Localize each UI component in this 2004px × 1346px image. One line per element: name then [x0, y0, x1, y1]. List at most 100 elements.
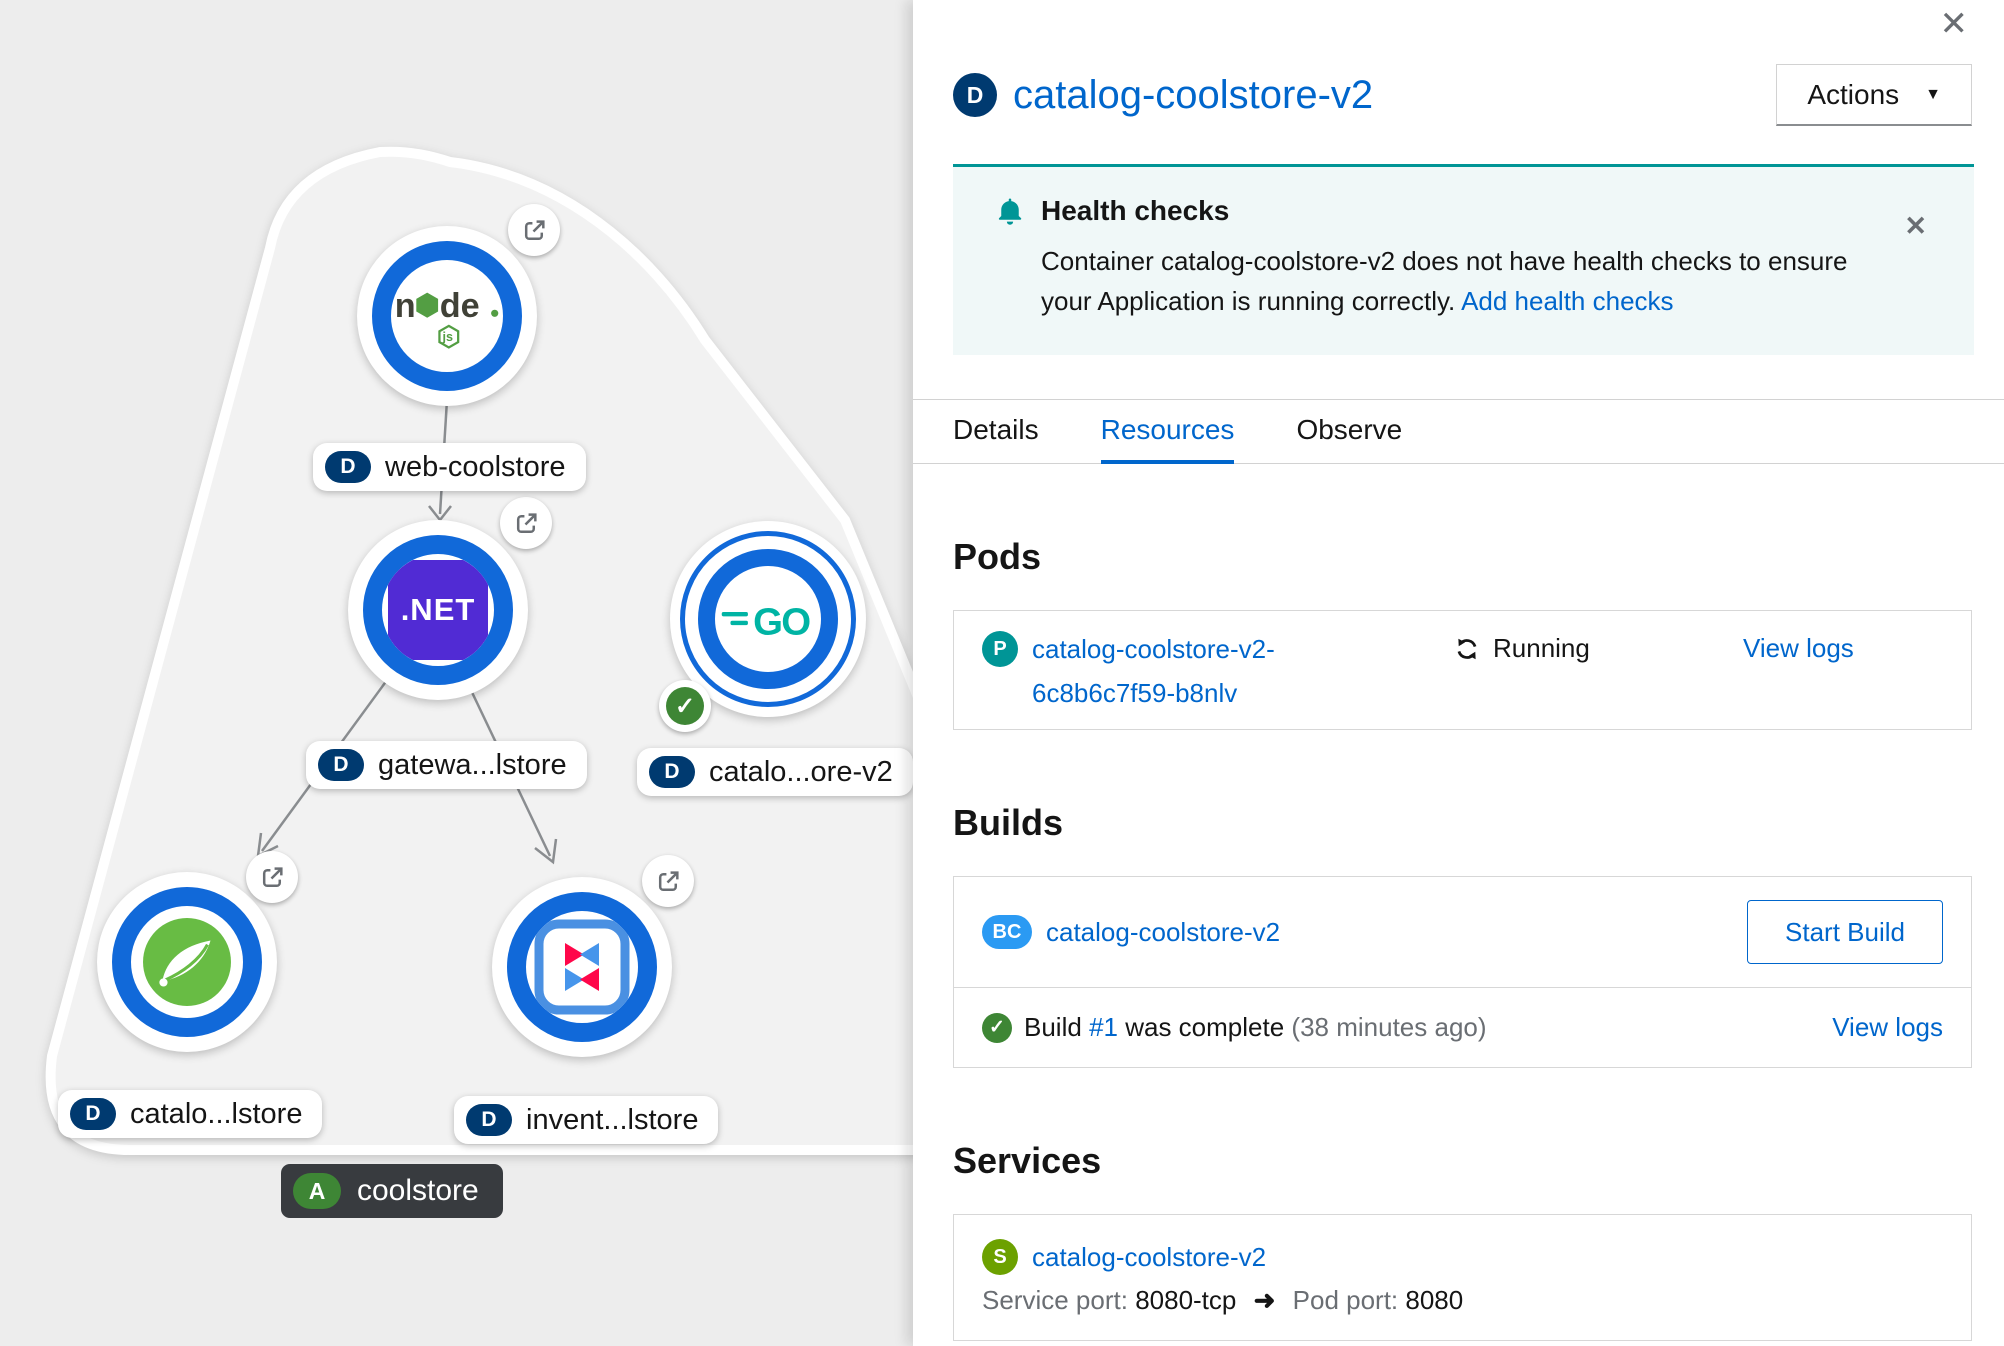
- dotnet-icon: .NET: [388, 560, 488, 660]
- pod-name-line2: 6c8b6c7f59-b8nlv: [1032, 678, 1238, 708]
- service-link[interactable]: catalog-coolstore-v2: [1032, 1241, 1267, 1272]
- bell-icon: [998, 198, 1022, 225]
- service-row: S catalog-coolstore-v2 Service port: 808…: [954, 1215, 1971, 1340]
- external-link-icon: [516, 512, 537, 533]
- route-decorator-catalog[interactable]: [246, 851, 298, 903]
- deployment-badge: D: [325, 451, 371, 483]
- node-web-coolstore[interactable]: n de js: [357, 226, 537, 406]
- build-status-suffix: was complete: [1125, 1012, 1285, 1042]
- pod-row: P catalog-coolstore-v2- 6c8b6c7f59-b8nlv…: [954, 611, 1971, 729]
- svg-text:GO: GO: [753, 601, 810, 644]
- nodejs-icon: n de js: [372, 241, 522, 391]
- build-timestamp: (38 minutes ago): [1291, 1012, 1487, 1042]
- pod-status-text: Running: [1493, 633, 1590, 663]
- svg-text:js: js: [442, 330, 454, 344]
- start-build-button[interactable]: Start Build: [1747, 900, 1943, 964]
- add-health-checks-link[interactable]: Add health checks: [1461, 286, 1674, 316]
- pod-port-value: 8080: [1405, 1285, 1464, 1315]
- node-catalog-coolstore-v2[interactable]: GO: [670, 521, 866, 717]
- arrow-right-icon: ➜: [1253, 1285, 1276, 1315]
- pod-link[interactable]: catalog-coolstore-v2- 6c8b6c7f59-b8nlv: [1032, 627, 1275, 715]
- route-decorator-web[interactable]: [508, 204, 560, 256]
- service-badge: S: [982, 1239, 1018, 1275]
- actions-dropdown[interactable]: Actions ▼: [1776, 64, 1972, 126]
- service-port-label: Service port:: [982, 1285, 1128, 1315]
- services-heading: Services: [953, 1140, 1102, 1181]
- label-text: invent...lstore: [526, 1103, 699, 1136]
- service-port-value: 8080-tcp: [1135, 1285, 1237, 1315]
- external-link-icon: [262, 866, 283, 887]
- deployment-badge: D: [70, 1098, 116, 1130]
- check-circle-icon: ✓: [666, 687, 704, 725]
- alert-body: Container catalog-coolstore-v2 does not …: [1041, 241, 1871, 321]
- nodejs-logo-text: n: [395, 287, 416, 325]
- build-config-badge: BC: [982, 915, 1032, 949]
- pod-view-logs-link[interactable]: View logs: [1743, 633, 1854, 663]
- build-status-prefix: Build: [1024, 1012, 1082, 1042]
- panel-header: D catalog-coolstore-v2 Actions ▼: [913, 0, 2004, 126]
- selection-ring: GO: [680, 531, 856, 707]
- quarkus-icon: [534, 919, 630, 1015]
- label-text: catalo...lstore: [130, 1097, 303, 1130]
- build-view-logs-link[interactable]: View logs: [1832, 1012, 1943, 1042]
- service-ports: Service port: 8080-tcp ➜ Pod port: 8080: [982, 1285, 1943, 1316]
- label-text: web-coolstore: [385, 450, 566, 483]
- build-config-link[interactable]: catalog-coolstore-v2: [1046, 916, 1281, 947]
- deployment-badge: D: [466, 1104, 512, 1136]
- tab-resources[interactable]: Resources: [1100, 400, 1235, 464]
- builds-heading: Builds: [953, 802, 1064, 843]
- label-gateway-coolstore[interactable]: D gatewa...lstore: [306, 741, 587, 789]
- alert-title: Health checks: [1041, 195, 1230, 226]
- build-success-decorator[interactable]: ✓: [659, 680, 711, 732]
- external-link-icon: [524, 219, 545, 240]
- build-number-link[interactable]: #1: [1089, 1012, 1118, 1042]
- pod-status: Running: [1453, 633, 1743, 664]
- svg-text:de: de: [440, 287, 480, 325]
- deployment-badge: D: [953, 73, 997, 117]
- resource-title-link[interactable]: catalog-coolstore-v2: [1013, 72, 1374, 117]
- alert-close-icon[interactable]: ✕: [1904, 211, 1927, 241]
- close-icon[interactable]: ✕: [1939, 5, 1969, 43]
- label-application-coolstore[interactable]: A coolstore: [281, 1164, 503, 1218]
- application-group-outline[interactable]: [45, 146, 1093, 1155]
- external-link-icon: [658, 870, 679, 891]
- tab-observe[interactable]: Observe: [1296, 414, 1403, 445]
- deployment-badge: D: [649, 756, 695, 788]
- label-catalog-coolstore-v2[interactable]: D catalo...ore-v2: [637, 748, 913, 796]
- go-icon: GO: [721, 601, 812, 644]
- node-inventory-coolstore[interactable]: [492, 877, 672, 1057]
- panel-tabs: Details Resources Observe: [913, 399, 2004, 464]
- application-badge: A: [293, 1173, 341, 1209]
- node-gateway-coolstore[interactable]: .NET: [348, 520, 528, 700]
- check-circle-icon: ✓: [982, 1012, 1012, 1043]
- build-status-row: ✓ Build #1 was complete (38 minutes ago)…: [954, 988, 1971, 1067]
- sync-icon: [1457, 638, 1477, 659]
- label-web-coolstore[interactable]: D web-coolstore: [313, 443, 586, 491]
- actions-label: Actions: [1807, 78, 1900, 110]
- build-config-row: BC catalog-coolstore-v2 Start Build: [954, 877, 1971, 988]
- pod-badge: P: [982, 631, 1018, 667]
- alert-text: Container catalog-coolstore-v2 does not …: [1041, 246, 1848, 316]
- caret-down-icon: ▼: [1925, 85, 1941, 103]
- tab-details[interactable]: Details: [953, 414, 1039, 445]
- label-inventory-coolstore[interactable]: D invent...lstore: [454, 1096, 719, 1144]
- route-decorator-inventory[interactable]: [642, 855, 694, 907]
- label-text: catalo...ore-v2: [709, 755, 893, 788]
- deployment-badge: D: [318, 749, 364, 781]
- health-checks-alert: Health checks ✕ Container catalog-coolst…: [953, 164, 1974, 355]
- resource-side-panel: ✕ D catalog-coolstore-v2 Actions ▼ Healt…: [913, 0, 2004, 1346]
- services-card: S catalog-coolstore-v2 Service port: 808…: [953, 1214, 1972, 1341]
- label-text: gatewa...lstore: [378, 748, 567, 781]
- pod-name-line1: catalog-coolstore-v2-: [1032, 634, 1275, 664]
- label-text: coolstore: [357, 1174, 479, 1207]
- label-catalog-coolstore[interactable]: D catalo...lstore: [58, 1090, 323, 1138]
- pods-card: P catalog-coolstore-v2- 6c8b6c7f59-b8nlv…: [953, 610, 1972, 730]
- node-catalog-coolstore[interactable]: [97, 872, 277, 1052]
- route-decorator-gateway[interactable]: [500, 497, 552, 549]
- builds-card: BC catalog-coolstore-v2 Start Build ✓ Bu…: [953, 876, 1972, 1068]
- pods-heading: Pods: [953, 536, 1042, 577]
- pod-port-label: Pod port:: [1292, 1285, 1399, 1315]
